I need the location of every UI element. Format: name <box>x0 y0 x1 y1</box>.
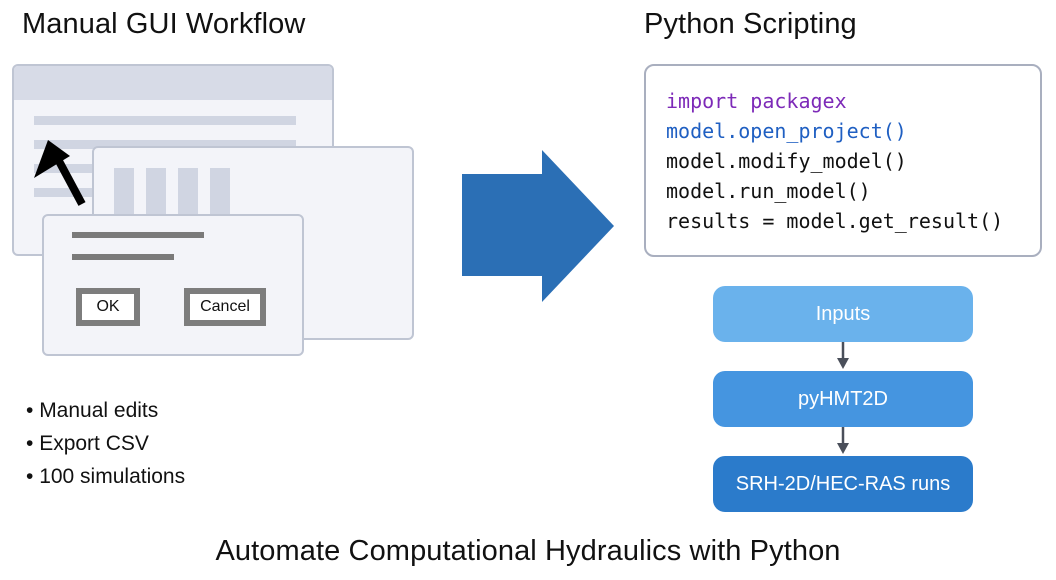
right-arrow-icon <box>462 150 614 302</box>
window-column <box>178 168 198 224</box>
bullet-item: • Manual edits <box>26 399 159 422</box>
flow-step-pyhmt2d: pyHMT2D <box>713 371 973 427</box>
python-scripting-title: Python Scripting <box>644 8 857 40</box>
code-block: import packagex model.open_project() mod… <box>644 64 1042 257</box>
dialog-window: OK Cancel <box>42 214 304 356</box>
code-line: model.open_project() <box>666 119 907 143</box>
code-line-import: import packagex <box>666 89 847 113</box>
dialog-text-line <box>72 232 204 238</box>
cancel-button[interactable]: Cancel <box>184 288 266 326</box>
window-column <box>146 168 166 224</box>
flow-step-model-runs: SRH-2D/HEC-RAS runs <box>713 456 973 512</box>
bullet-item: • Export CSV <box>26 432 149 455</box>
code-line: results = model.get_result() <box>666 209 1004 233</box>
window-text-line <box>34 116 296 125</box>
gui-workflow-title: Manual GUI Workflow <box>22 8 306 40</box>
window-titlebar <box>14 66 332 100</box>
ok-button[interactable]: OK <box>76 288 140 326</box>
window-column <box>210 168 230 224</box>
code-line: model.modify_model() <box>666 149 907 173</box>
down-arrow-icon <box>837 342 849 369</box>
window-text-line <box>34 140 296 149</box>
footer-title: Automate Computational Hydraulics with P… <box>215 535 841 567</box>
window-column <box>114 168 134 224</box>
mouse-cursor-icon <box>34 140 86 206</box>
bullet-item: • 100 simulations <box>26 465 186 488</box>
code-line: model.run_model() <box>666 179 871 203</box>
dialog-text-line <box>72 254 174 260</box>
flow-step-inputs: Inputs <box>713 286 973 342</box>
down-arrow-icon <box>837 427 849 454</box>
gui-bullet-list: • Manual edits • Export CSV • 100 simula… <box>26 394 185 493</box>
